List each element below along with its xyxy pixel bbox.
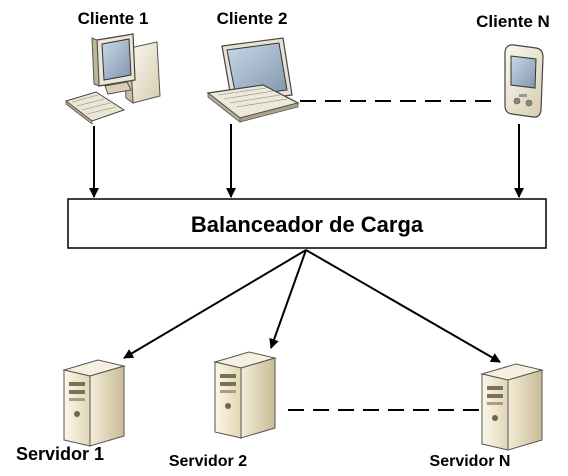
desktop-computer-icon [64, 33, 161, 125]
server-1-label: Servidor 1 [16, 444, 104, 464]
server-n-arrow [305, 249, 501, 363]
server-tower-icon [62, 359, 126, 447]
server-2-label: Servidor 2 [169, 453, 247, 470]
laptop-icon [206, 37, 300, 123]
load-balancer-label: Balanceador de Carga [191, 212, 424, 237]
server-2-arrow [269, 249, 307, 349]
pda-icon [504, 44, 544, 118]
load-balancer-box [67, 198, 547, 249]
client-n-label: Cliente N [476, 12, 550, 31]
server-n-label: Servidor N [430, 453, 511, 470]
client-2-label: Cliente 2 [217, 9, 288, 28]
server-1-arrow [123, 249, 307, 359]
server-tower-icon [480, 363, 544, 451]
server-tower-icon [213, 351, 277, 439]
client-1-label: Cliente 1 [78, 9, 149, 28]
